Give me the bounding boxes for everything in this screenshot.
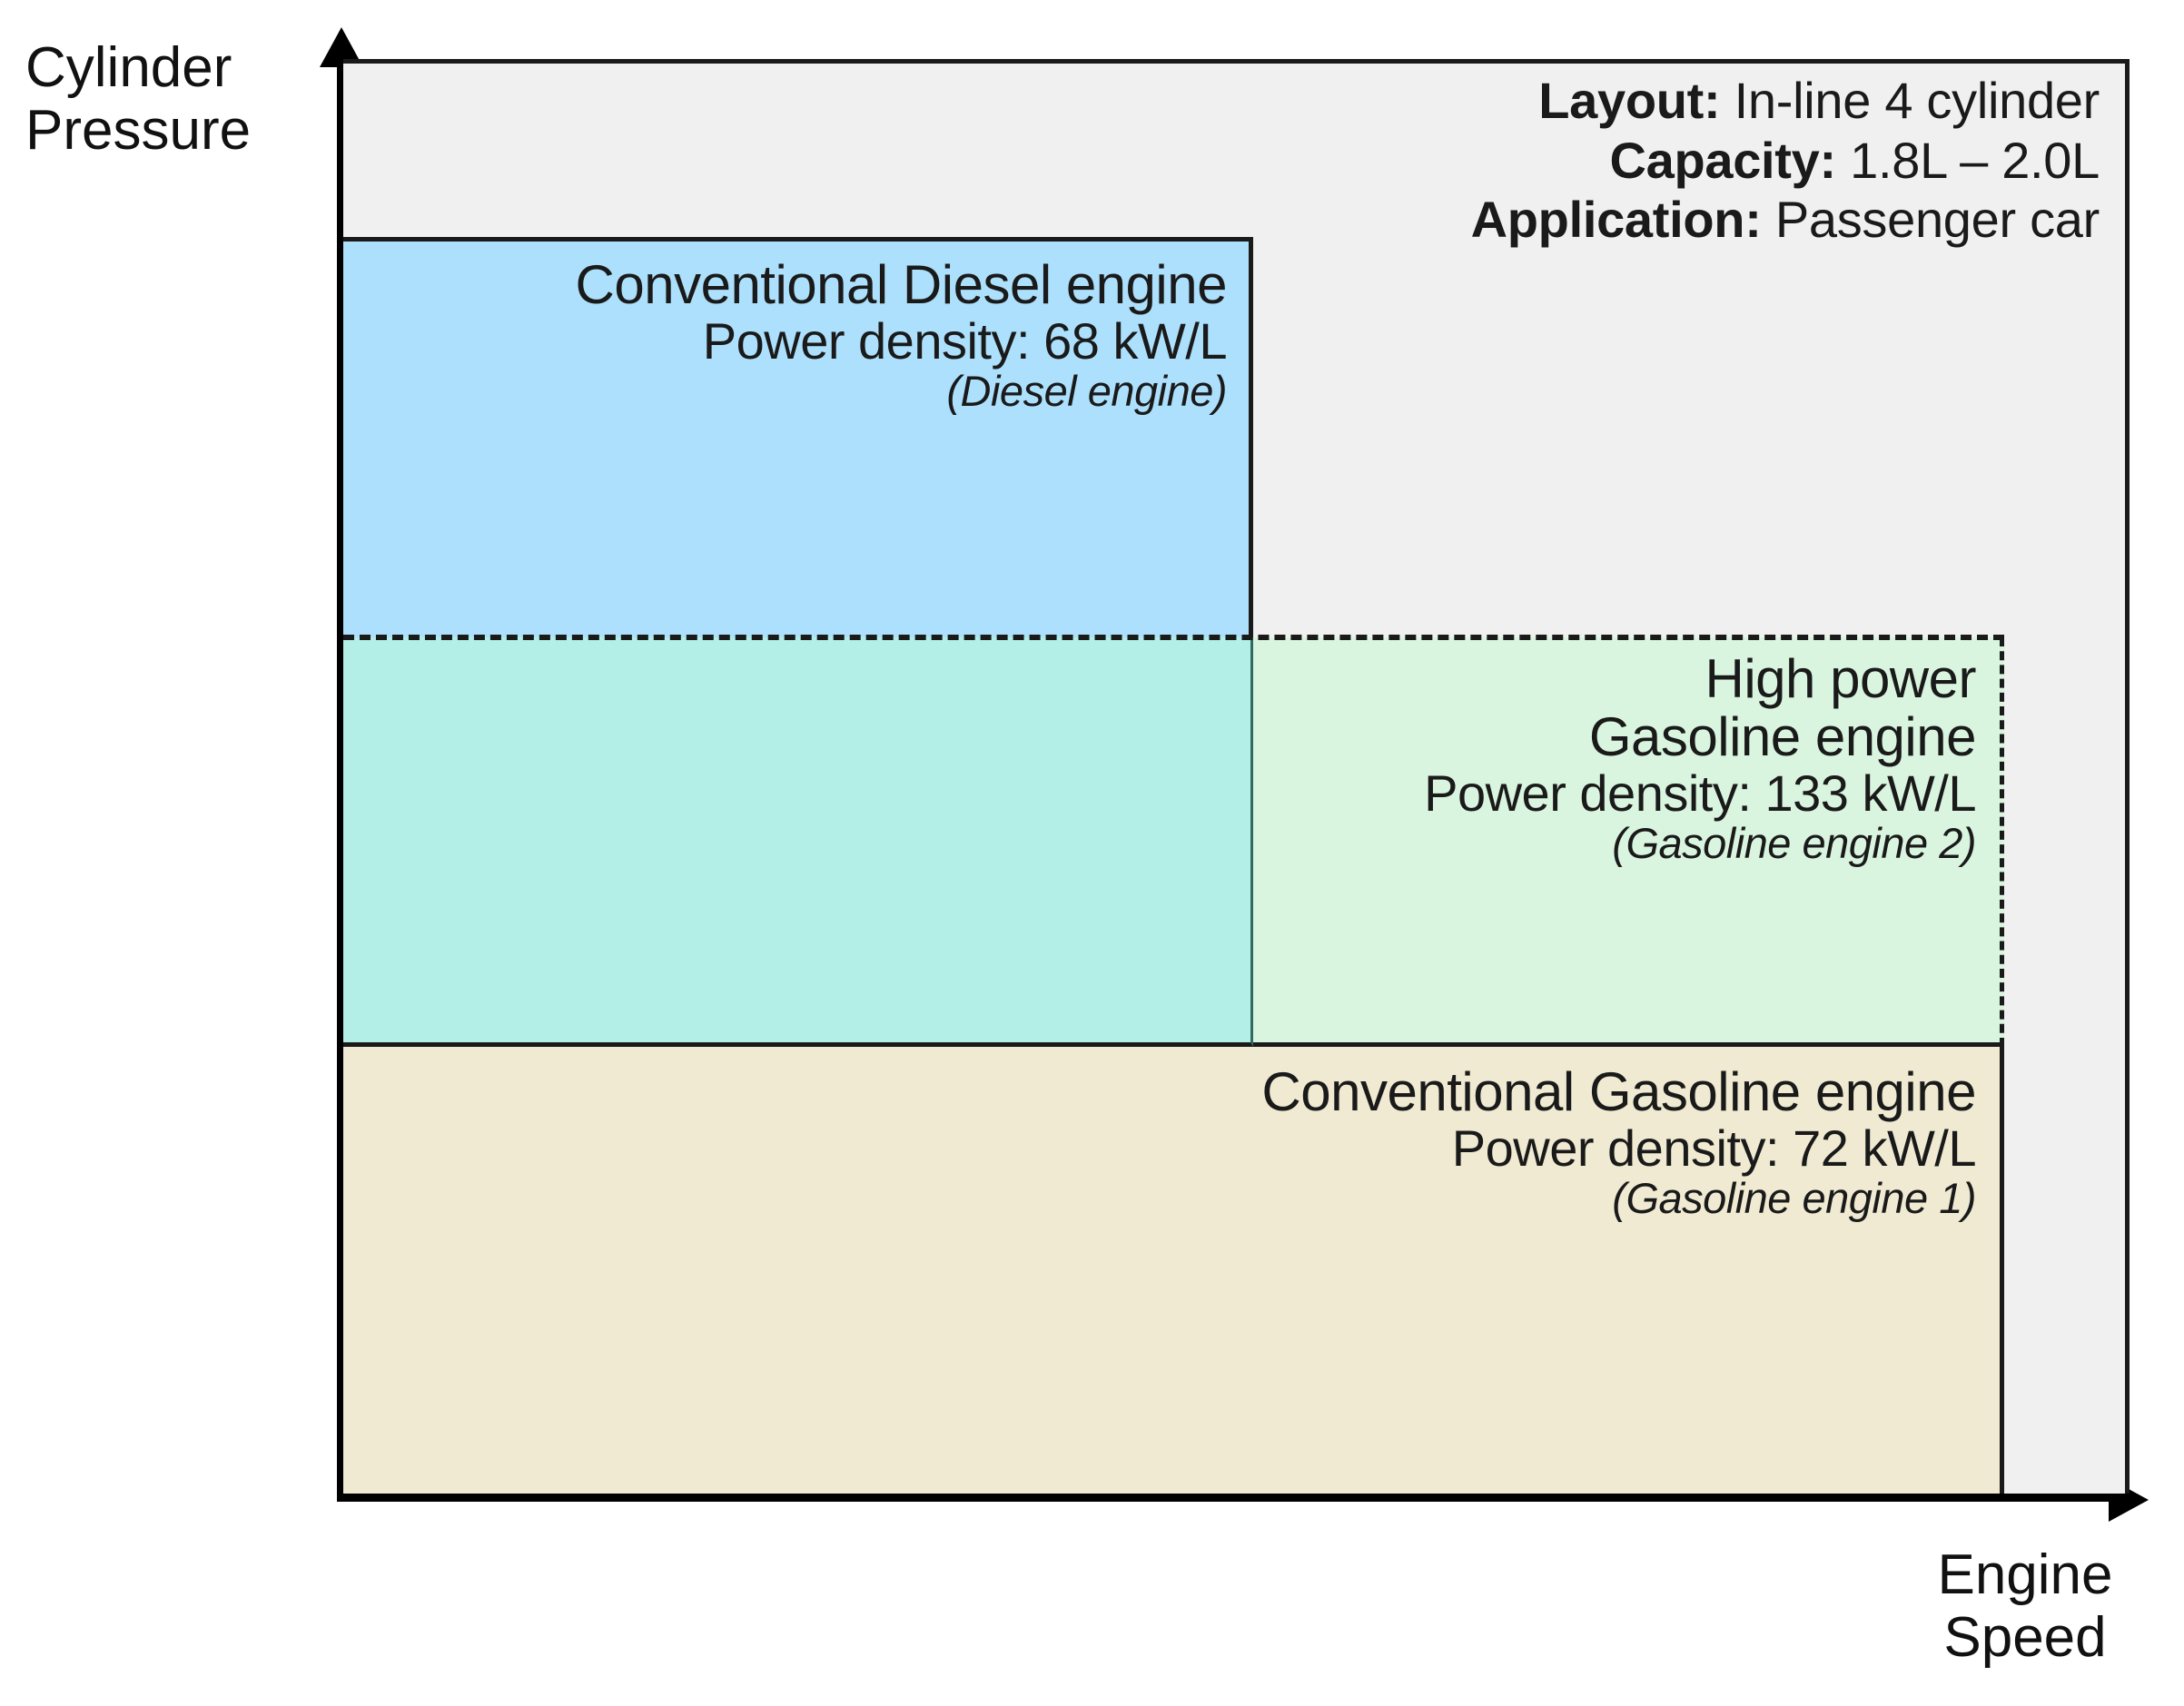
dashed-divider-line (343, 635, 2004, 640)
region-high-power-title: High power Gasoline engine (1588, 648, 1977, 768)
y-axis-line (337, 53, 345, 1502)
spec-capacity-value: 1.8L – 2.0L (1850, 131, 2100, 189)
engine-spec-annotation: Layout: In-line 4 cylinder Capacity: 1.8… (1471, 71, 2100, 250)
region-conventional-gasoline-power-density: Power density: 72 kW/L (1451, 1119, 1977, 1178)
spec-row-layout: Layout: In-line 4 cylinder (1471, 71, 2100, 131)
y-axis-label: Cylinder Pressure (25, 36, 252, 163)
spec-capacity-key: Capacity: (1609, 131, 1836, 189)
region-diesel-text: Conventional Diesel engine Power density… (373, 254, 1228, 416)
region-diesel-note: (Diesel engine) (946, 367, 1227, 416)
region-conventional-gasoline-title: Conventional Gasoline engine (1261, 1061, 1976, 1122)
spec-layout-key: Layout: (1538, 72, 1721, 129)
region-conventional-gasoline-engine: Conventional Gasoline engine Power densi… (343, 1047, 2004, 1494)
region-overlap-band (343, 637, 1253, 1047)
x-axis-label: Engine Speed (1937, 1543, 2113, 1670)
spec-application-value: Passenger car (1774, 191, 2100, 249)
region-high-power-note: (Gasoline engine 2) (1612, 819, 1976, 868)
region-conventional-gasoline-text: Conventional Gasoline engine Power densi… (351, 1061, 1977, 1223)
spec-row-application: Application: Passenger car (1471, 190, 2100, 250)
region-diesel-power-density: Power density: 68 kW/L (702, 312, 1228, 370)
spec-application-key: Application: (1470, 191, 1762, 249)
region-conventional-diesel-engine: Conventional Diesel engine Power density… (343, 237, 1253, 637)
region-conventional-gasoline-note: (Gasoline engine 1) (1612, 1174, 1976, 1223)
region-diesel-title: Conventional Diesel engine (575, 254, 1228, 315)
x-axis-line (337, 1494, 2130, 1502)
region-high-power-power-density: Power density: 133 kW/L (1424, 764, 1976, 823)
spec-layout-value: In-line 4 cylinder (1734, 72, 2100, 129)
spec-row-capacity: Capacity: 1.8L – 2.0L (1471, 131, 2100, 191)
region-high-power-gasoline-engine: High power Gasoline engine Power density… (1253, 637, 2004, 1047)
region-high-power-text: High power Gasoline engine Power density… (1259, 648, 1977, 868)
plot-area: Layout: In-line 4 cylinder Capacity: 1.8… (343, 59, 2130, 1494)
